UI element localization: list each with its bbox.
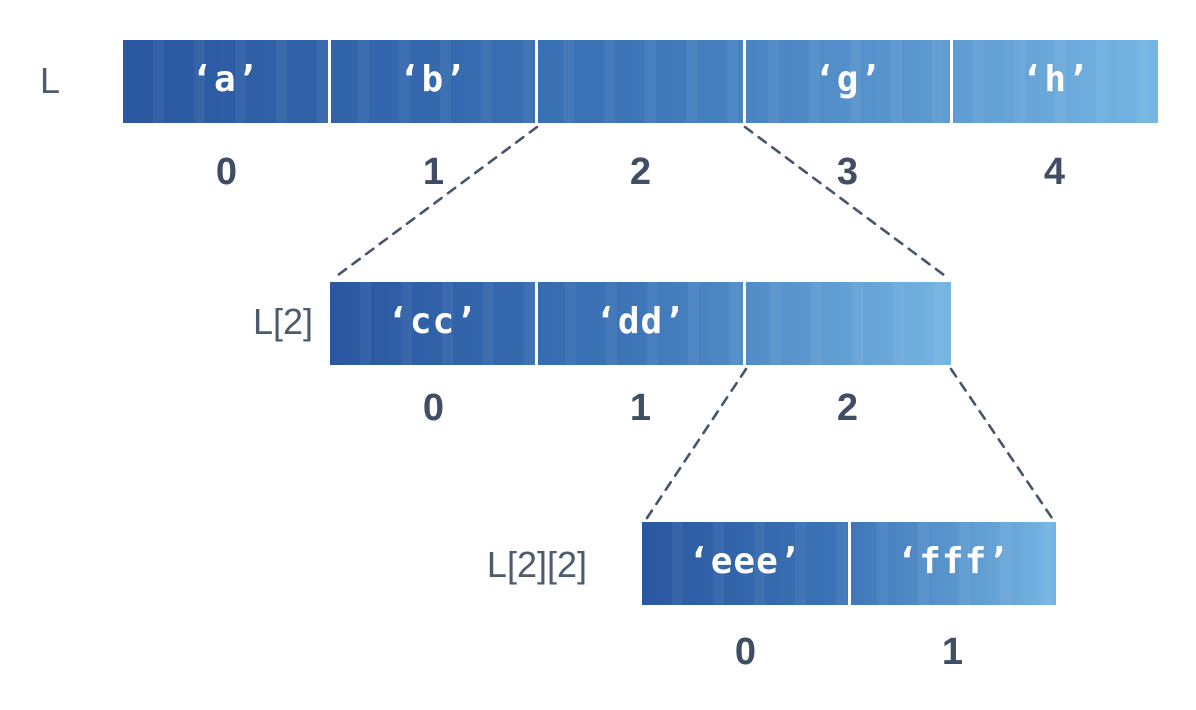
- cell-L22-0: ‘eee’: [642, 522, 848, 605]
- index-label: 4: [1043, 151, 1066, 193]
- array-row-L2: ‘cc’ ‘dd’: [330, 282, 951, 365]
- cell-L2-0: ‘cc’: [330, 282, 535, 365]
- cell-L-0: ‘a’: [123, 40, 328, 123]
- index-label: 1: [422, 151, 445, 193]
- index-strip-L22: 0 1: [642, 630, 1056, 674]
- row-label-L22: L[2][2]: [486, 544, 587, 585]
- cell-L-4: ‘h’: [950, 40, 1158, 123]
- expansion-line-l22-right: [949, 367, 1054, 520]
- index-label: 0: [734, 631, 757, 673]
- cell-L2-1: ‘dd’: [535, 282, 743, 365]
- cell-value: ‘g’: [814, 59, 883, 100]
- cell-L2-2-nested-ref: [743, 282, 951, 365]
- cell-value: ‘eee’: [688, 541, 802, 582]
- index-label: 2: [836, 387, 859, 429]
- index-label: 1: [941, 631, 964, 673]
- index-strip-L: 0 1 2 3 4: [123, 150, 1158, 194]
- cell-L-2-nested-ref: [535, 40, 743, 123]
- cell-L22-1: ‘fff’: [847, 522, 1057, 605]
- index-label: 2: [629, 151, 652, 193]
- row-label-L2: L[2]: [252, 301, 313, 342]
- cell-value: ‘fff’: [896, 541, 1010, 582]
- cell-value: ‘b’: [398, 59, 467, 100]
- cell-value: ‘dd’: [595, 301, 686, 342]
- index-label: 1: [629, 387, 652, 429]
- array-row-L22: ‘eee’ ‘fff’: [642, 522, 1056, 605]
- array-row-L: ‘a’ ‘b’ ‘g’ ‘h’: [123, 40, 1158, 123]
- index-label: 0: [422, 387, 445, 429]
- cell-value: ‘a’: [191, 59, 260, 100]
- index-label: 3: [836, 151, 859, 193]
- index-strip-L2: 0 1 2: [330, 386, 951, 430]
- row-label-L: L: [39, 60, 60, 101]
- cell-value: ‘h’: [1021, 59, 1090, 100]
- cell-L-3: ‘g’: [742, 40, 951, 123]
- index-label: 0: [215, 151, 238, 193]
- cell-L-1: ‘b’: [327, 40, 536, 123]
- cell-value: ‘cc’: [387, 301, 478, 342]
